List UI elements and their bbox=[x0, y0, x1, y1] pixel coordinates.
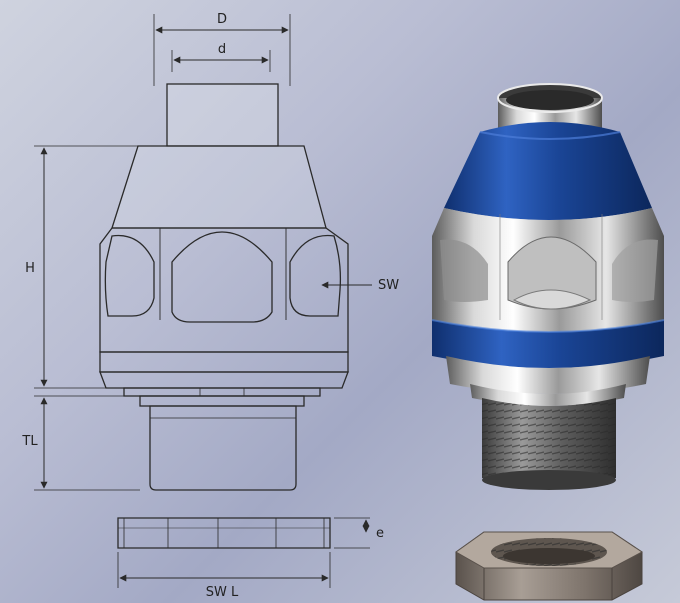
label-SW-L: SW L bbox=[206, 585, 239, 600]
label-e: e bbox=[376, 526, 384, 541]
label-H: H bbox=[25, 261, 35, 276]
cable-gland-drawing bbox=[34, 14, 370, 588]
cable-gland-render bbox=[431, 83, 665, 490]
label-D: D bbox=[217, 12, 227, 27]
label-d: d bbox=[218, 42, 226, 57]
label-SW: SW bbox=[378, 278, 399, 293]
label-TL: TL bbox=[21, 434, 38, 449]
locknut-render bbox=[455, 531, 643, 601]
dimension-lines bbox=[40, 26, 372, 582]
